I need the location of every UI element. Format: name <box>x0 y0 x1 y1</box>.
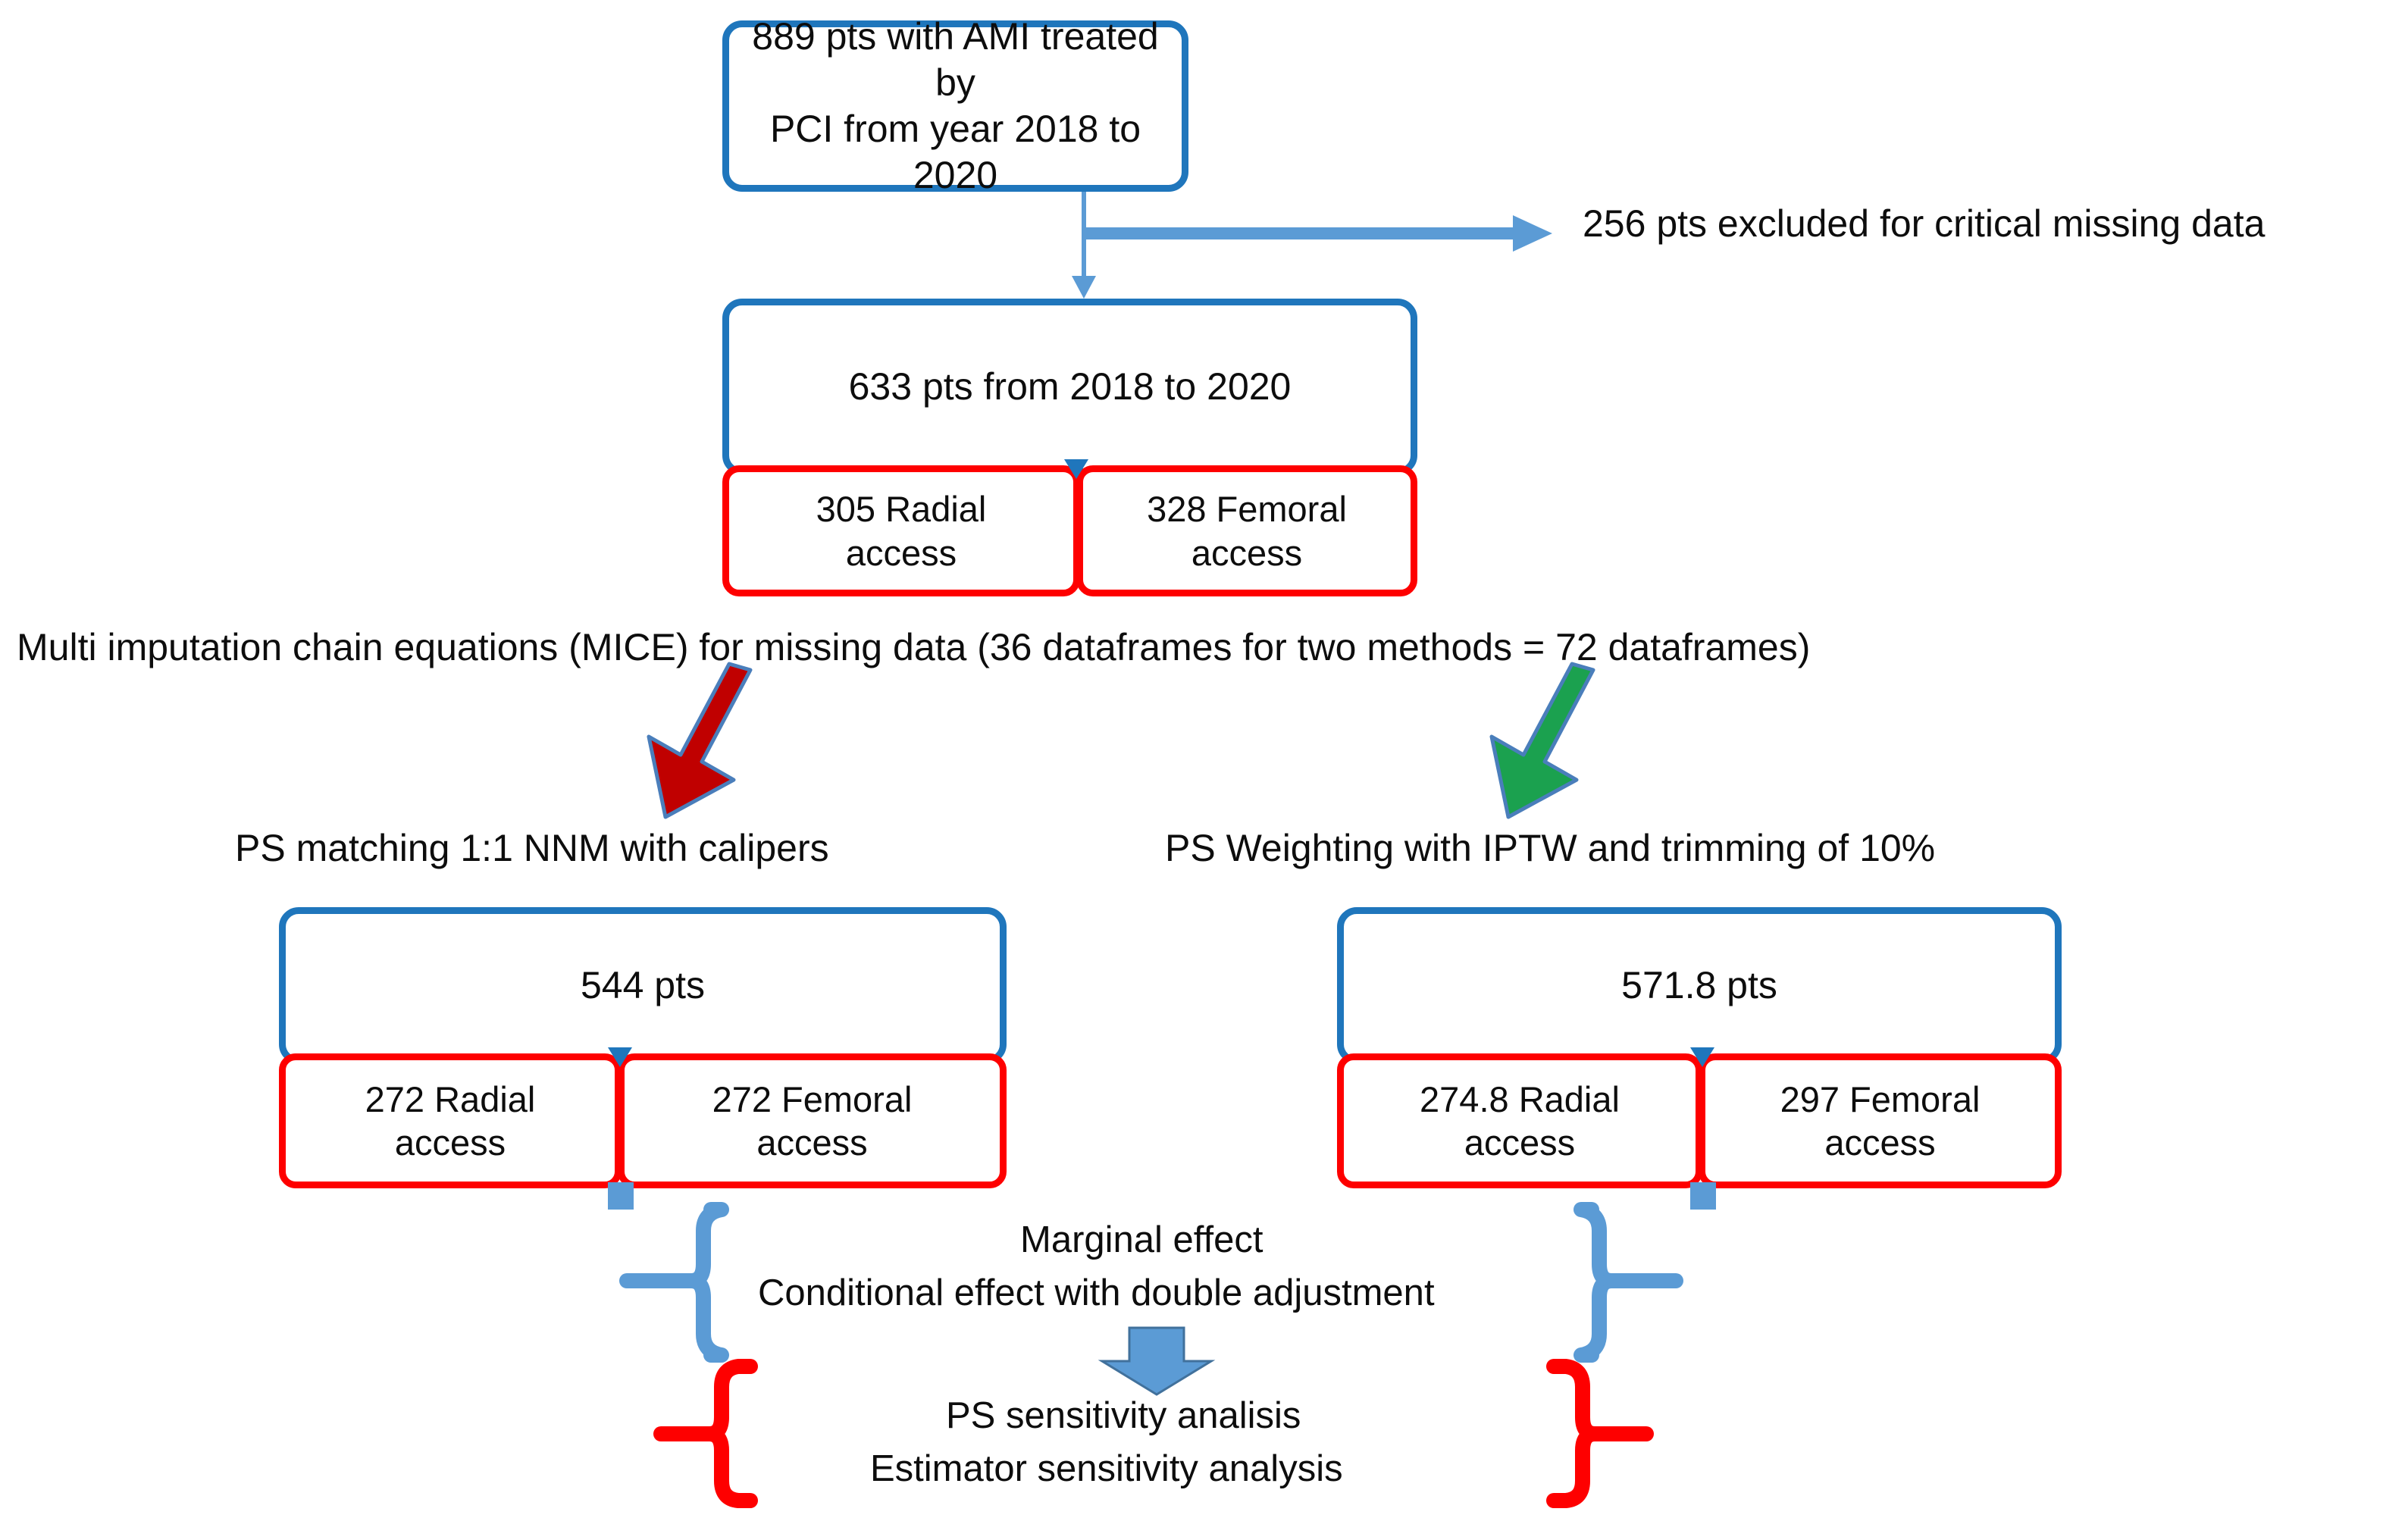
red-diagonal-down-left-arrow-icon <box>647 662 753 819</box>
red-right-brace-icon <box>1546 1359 1654 1508</box>
cohort-femoral-line1: 328 Femoral <box>1147 489 1347 530</box>
cohort-radial-line1: 305 Radial <box>816 489 987 530</box>
cohort-after-exclusion-label: 633 pts from 2018 to 2020 <box>848 365 1292 408</box>
right-arrow-icon <box>1085 215 1552 252</box>
node-cohort-radial: 305 Radial access <box>722 465 1080 596</box>
node-left-femoral: 272 Femoral access <box>618 1053 1007 1188</box>
green-diagonal-down-right-arrow-icon <box>1489 662 1595 819</box>
node-cohort-femoral: 328 Femoral access <box>1076 465 1417 596</box>
left-radial-line1: 272 Radial <box>365 1078 536 1119</box>
blue-right-brace-icon <box>1573 1202 1683 1363</box>
left-radial-line2: access <box>394 1122 506 1163</box>
right-method-label: PS Weighting with IPTW and trimming of 1… <box>1165 827 1936 869</box>
down-arrow-icon <box>1098 1326 1216 1396</box>
right-femoral-line1: 297 Femoral <box>1780 1078 1981 1119</box>
effect-line2: Conditional effect with double adjustmen… <box>758 1272 1435 1313</box>
cohort-femoral-line2: access <box>1191 532 1303 573</box>
node-right-femoral: 297 Femoral access <box>1699 1053 2062 1188</box>
cohort-radial-line2: access <box>845 532 957 573</box>
node-cohort-after-exclusion: 633 pts from 2018 to 2020 <box>722 299 1417 475</box>
left-femoral-line2: access <box>756 1122 868 1163</box>
left-method-label: PS matching 1:1 NNM with calipers <box>235 827 829 869</box>
exclusion-note: 256 pts excluded for critical missing da… <box>1583 202 2266 245</box>
left-total-label: 544 pts <box>580 964 705 1006</box>
cohort-initial-line1: 889 pts with AMI treated by <box>752 15 1159 104</box>
sensitivity-line1: PS sensitivity analisis <box>946 1395 1301 1436</box>
cohort-initial-line2: PCI from year 2018 to 2020 <box>769 108 1141 196</box>
red-left-brace-icon <box>653 1359 758 1508</box>
effect-line1: Marginal effect <box>1020 1219 1263 1260</box>
node-cohort-initial: 889 pts with AMI treated by PCI from yea… <box>722 15 1188 196</box>
down-arrow-icon <box>1072 192 1096 299</box>
right-radial-line1: 274.8 Radial <box>1420 1078 1620 1119</box>
right-femoral-line2: access <box>1824 1122 1936 1163</box>
sensitivity-line2: Estimator sensitivity analysis <box>870 1448 1343 1489</box>
mice-note: Multi imputation chain equations (MICE) … <box>17 626 1811 668</box>
blue-left-brace-icon <box>619 1202 729 1363</box>
left-femoral-line1: 272 Femoral <box>712 1078 913 1119</box>
node-right-total: 571.8 pts <box>1337 907 2062 1064</box>
node-left-total: 544 pts <box>279 907 1007 1064</box>
node-right-radial: 274.8 Radial access <box>1337 1053 1702 1188</box>
right-total-label: 571.8 pts <box>1621 964 1777 1006</box>
right-radial-line2: access <box>1464 1122 1576 1163</box>
node-left-radial: 272 Radial access <box>279 1053 622 1188</box>
